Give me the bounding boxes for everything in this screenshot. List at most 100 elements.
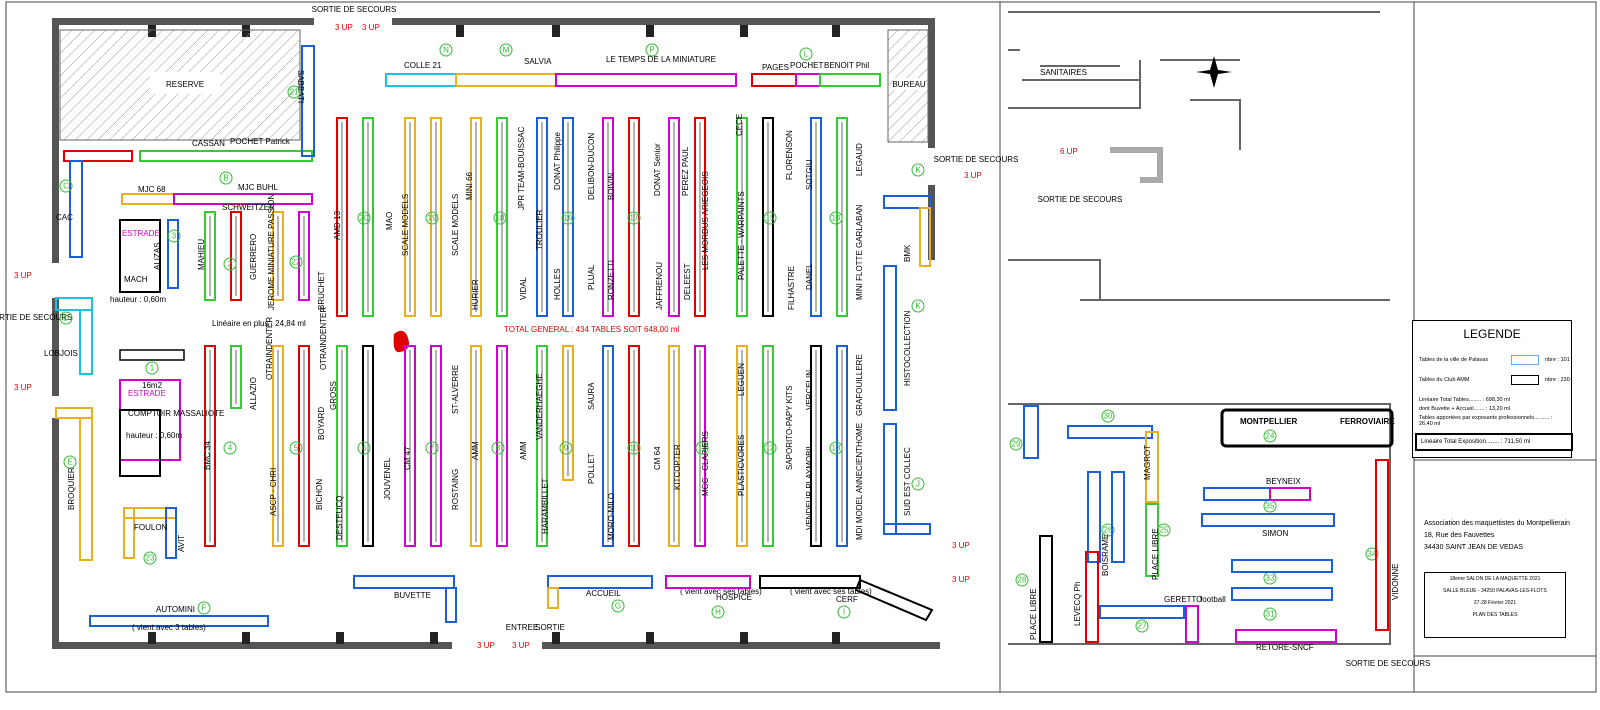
table-column — [230, 345, 242, 409]
ex-cm47: CM 47 — [403, 446, 412, 470]
ex-plasticvores: PLASTICVORES — [737, 435, 746, 496]
stand-number-circle — [1263, 429, 1277, 443]
stand-number-circle — [425, 441, 439, 455]
stand-number: 22 — [292, 258, 301, 267]
event-doc: PLAN DES TABLES — [1472, 612, 1518, 618]
zone-letter: J — [916, 480, 920, 489]
ex-avit: AVIT — [177, 535, 186, 552]
table-column — [762, 345, 774, 547]
zone-letter: G — [615, 602, 621, 611]
table-column — [496, 345, 508, 547]
stand-number: 29 — [1012, 440, 1021, 449]
stand-number-circle — [1101, 409, 1115, 423]
ex-bruchet: BRUCHET — [317, 271, 326, 310]
stand-number-circle — [143, 551, 157, 565]
stand-number: 33 — [1266, 574, 1275, 583]
ex-donat-sr: DONAT Senior — [653, 143, 662, 196]
ex-legaud: LEGAUD — [855, 143, 864, 176]
ex-hurier: HURIER — [471, 279, 480, 310]
stand-number-circle — [167, 229, 181, 243]
up-right-2: 3 UP — [952, 541, 970, 550]
table-column — [336, 345, 348, 547]
ex-mjcbuhl: MJC BUHL — [238, 183, 279, 192]
ex-beyneix: BEYNEIX — [1266, 477, 1301, 486]
zone-letter-circle — [711, 605, 725, 619]
ex-pages: PAGES — [762, 63, 789, 72]
ex-danel: DANEL — [805, 263, 814, 290]
ex-moro: MORO-MILO — [607, 493, 616, 540]
table-column — [496, 117, 508, 317]
bureau-label: BUREAU — [892, 80, 926, 89]
stand-number: 15 — [766, 214, 775, 223]
up-bottom-1: 3 UP — [477, 641, 495, 650]
rotated-labels: SABBATI ALIZAS MAHIEU GUERRERO JEROME MI… — [67, 70, 912, 552]
ex-cerf: CERF — [836, 595, 858, 604]
up-left-2: 3 UP — [14, 383, 32, 392]
association-block: Association des maquettistes du Montpell… — [1424, 518, 1570, 554]
ex-retore: RETORE-SNCF — [1256, 643, 1314, 652]
legend-total-expo: Linéaire Total Exposition........ : 711,… — [1415, 433, 1573, 451]
sortie-label: SORTIE — [535, 623, 565, 632]
zone-letter-circle — [59, 179, 73, 193]
table-column — [298, 345, 310, 547]
ex-cm64: CM 64 — [653, 446, 662, 470]
table-column — [736, 345, 748, 547]
stand-number: 27 — [1138, 622, 1147, 631]
event-date: 27-28 Février 2021 — [1473, 600, 1517, 606]
table-column — [628, 117, 640, 317]
note-vient-2: ( vient avec ses tables) — [790, 587, 872, 596]
stand-number-circle — [223, 257, 237, 271]
zone-letter: F — [202, 604, 207, 613]
stand-number-circle — [1015, 573, 1029, 587]
table-column — [562, 117, 574, 317]
legend-count-2: nbre : 230 — [1545, 377, 1570, 383]
ex-sotgiu: SOTGIU — [805, 159, 814, 190]
ex-mini-flotte: MINI FLOTTE GARLABAN — [855, 204, 864, 300]
buvette-label: BUVETTE — [394, 591, 431, 600]
stand-number-circle — [289, 255, 303, 269]
legend-row-2: Tables du Club AMM — [1419, 377, 1470, 383]
stand-number-circle — [1263, 607, 1277, 621]
stand-number-circle — [1365, 547, 1379, 561]
estrade-label-1: ESTRADE — [122, 229, 160, 238]
ex-cece: CECE — [735, 114, 744, 136]
legend-row-1: Tables de la ville de Palavas — [1419, 357, 1489, 363]
exit-top: SORTIE DE SECOURS — [312, 5, 397, 14]
zone-letter: D — [63, 314, 69, 323]
ex-vanderhaeghe: VANDERHAEGHE — [535, 373, 544, 440]
stand-number-circle — [559, 441, 573, 455]
stand-number: 24 — [1266, 432, 1275, 441]
stand-number: 19 — [428, 214, 437, 223]
stand-number-circle — [223, 441, 237, 455]
total-general: TOTAL GENERAL : 434 TABLES SOIT 648,00 m… — [504, 325, 679, 334]
sanitaires-label: SANITAIRES — [1040, 68, 1087, 77]
stand-number: 9 — [564, 444, 569, 453]
exit-annex: SORTIE DE SECOURS — [1038, 195, 1123, 204]
ex-boyard: BOYARD — [317, 407, 326, 440]
ex-temps: LE TEMPS DE LA MINIATURE — [606, 55, 716, 64]
table-column — [668, 117, 680, 317]
ex-deleest: DELEEST — [683, 263, 692, 300]
ex-histocollection: HISTOCOLLECTION — [903, 310, 912, 386]
table-column — [272, 211, 284, 301]
stand-number: 34 — [1368, 550, 1377, 559]
stand-number: 13 — [832, 444, 841, 453]
association-city: 34430 SAINT JEAN DE VEDAS — [1424, 544, 1524, 551]
ex-simon: SIMON — [1262, 529, 1288, 538]
stand-number-circle — [1135, 619, 1149, 633]
comptoir-label: COMPTOIR MASSALIOTE — [128, 409, 224, 418]
entree-label: ENTREE — [506, 623, 538, 632]
stand-number: 16 — [564, 214, 573, 223]
up-right-3: 3 UP — [952, 575, 970, 584]
legend-buvette: dont Buvette + Accueil....... : 13,20 ml — [1419, 406, 1510, 412]
stand-number: 26 — [1104, 526, 1113, 535]
zone-letter: C — [63, 182, 69, 191]
ex-football: football — [1200, 595, 1226, 604]
table-column — [694, 345, 706, 547]
zone-letter-circle — [219, 171, 233, 185]
table-column — [362, 345, 374, 547]
stand-number: 1 — [150, 364, 155, 373]
stand-number-circle — [493, 211, 507, 225]
